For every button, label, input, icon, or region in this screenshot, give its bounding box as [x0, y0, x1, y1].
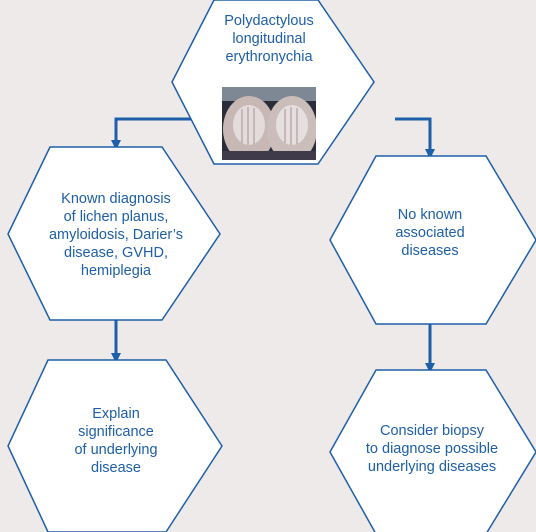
- node-left-bottom-label: Explain significance of underlying disea…: [62, 405, 170, 477]
- node-top-label: Polydactylous longitudinal erythronychia: [222, 12, 316, 66]
- node-left-mid-label: Known diagnosis of lichen planus, amyloi…: [40, 190, 192, 280]
- nail-photo: [222, 87, 316, 160]
- arrow-top-to-right-mid: [395, 119, 430, 156]
- node-right-bottom-label: Consider biopsy to diagnose possible und…: [352, 422, 512, 476]
- node-right-mid-label: No known associated diseases: [380, 206, 480, 260]
